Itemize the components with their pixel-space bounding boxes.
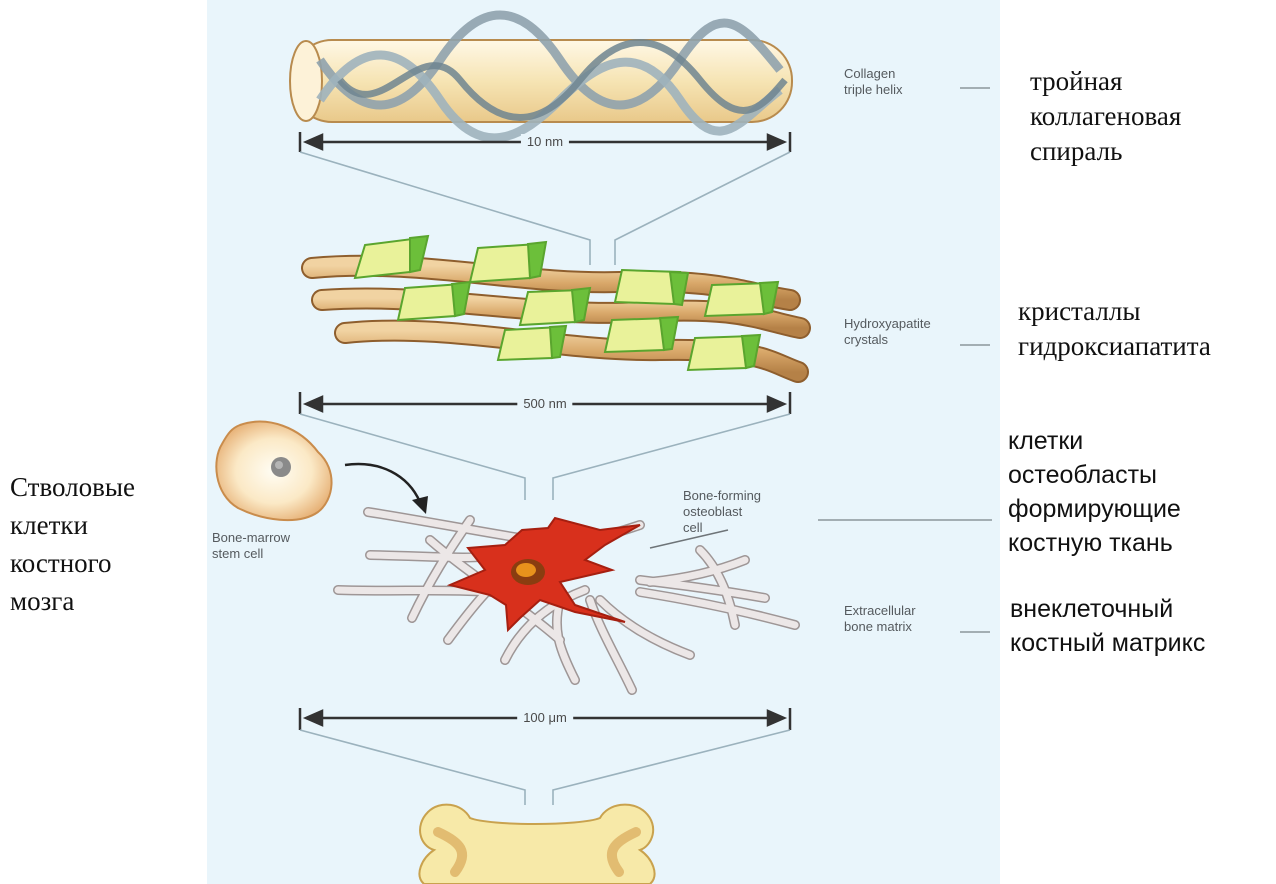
- label-osteoblast-ru-line1: клетки: [1008, 424, 1181, 458]
- label-matrix-en-line2: bone matrix: [844, 619, 916, 635]
- label-collagen-ru: тройная коллагеновая спираль: [1030, 64, 1181, 169]
- label-collagen-en-line1: Collagen: [844, 66, 903, 82]
- label-collagen-ru-line1: тройная: [1030, 64, 1181, 99]
- label-osteoblast-en-line3: cell: [683, 520, 761, 536]
- collagen-triple-helix: [290, 15, 792, 138]
- label-stem-cell-ru: Стволовые клетки костного мозга: [10, 468, 135, 620]
- label-osteoblast-ru-line2: остеобласты: [1008, 458, 1181, 492]
- label-stem-en-line2: stem cell: [212, 546, 290, 562]
- scale-label-10nm: 10 nm: [521, 134, 569, 149]
- label-hydroxyapatite-en: Hydroxyapatite crystals: [844, 316, 931, 348]
- label-osteoblast-ru-line4: костную ткань: [1008, 526, 1181, 560]
- label-stem-ru-line3: костного: [10, 544, 135, 582]
- label-stem-ru-line2: клетки: [10, 506, 135, 544]
- label-osteoblast-ru: клетки остеобласты формирующие костную т…: [1008, 424, 1181, 560]
- label-stem-en-line1: Bone-marrow: [212, 530, 290, 546]
- bone-icon: [419, 805, 654, 884]
- label-collagen-ru-line3: спираль: [1030, 134, 1181, 169]
- scale-label-500nm: 500 nm: [517, 396, 572, 411]
- label-matrix-ru: внеклеточный костный матрикс: [1010, 592, 1205, 660]
- label-collagen-en: Collagen triple helix: [844, 66, 903, 98]
- label-collagen-ru-line2: коллагеновая: [1030, 99, 1181, 134]
- label-osteoblast-ru-line3: формирующие: [1008, 492, 1181, 526]
- label-hydroxy-en-line2: crystals: [844, 332, 931, 348]
- label-hydroxy-ru-line1: кристаллы: [1018, 294, 1211, 329]
- label-hydroxy-en-line1: Hydroxyapatite: [844, 316, 931, 332]
- label-matrix-en: Extracellular bone matrix: [844, 603, 916, 635]
- label-matrix-en-line1: Extracellular: [844, 603, 916, 619]
- label-stem-ru-line4: мозга: [10, 582, 135, 620]
- label-stem-cell-en: Bone-marrow stem cell: [212, 530, 290, 562]
- label-matrix-ru-line1: внеклеточный: [1010, 592, 1205, 626]
- label-collagen-en-line2: triple helix: [844, 82, 903, 98]
- differentiation-arrow: [345, 464, 428, 514]
- label-osteoblast-en-line1: Bone-forming: [683, 488, 761, 504]
- zoom-guide-3: [300, 730, 790, 805]
- bone-marrow-stem-cell: [216, 422, 331, 520]
- label-matrix-ru-line2: костный матрикс: [1010, 626, 1205, 660]
- label-stem-ru-line1: Стволовые: [10, 468, 135, 506]
- label-hydroxy-ru-line2: гидроксиапатита: [1018, 329, 1211, 364]
- scale-label-100um: 100 μm: [517, 710, 573, 725]
- label-osteoblast-en-line2: osteoblast: [683, 504, 761, 520]
- label-hydroxyapatite-ru: кристаллы гидроксиапатита: [1018, 294, 1211, 364]
- label-osteoblast-en: Bone-forming osteoblast cell: [683, 488, 761, 536]
